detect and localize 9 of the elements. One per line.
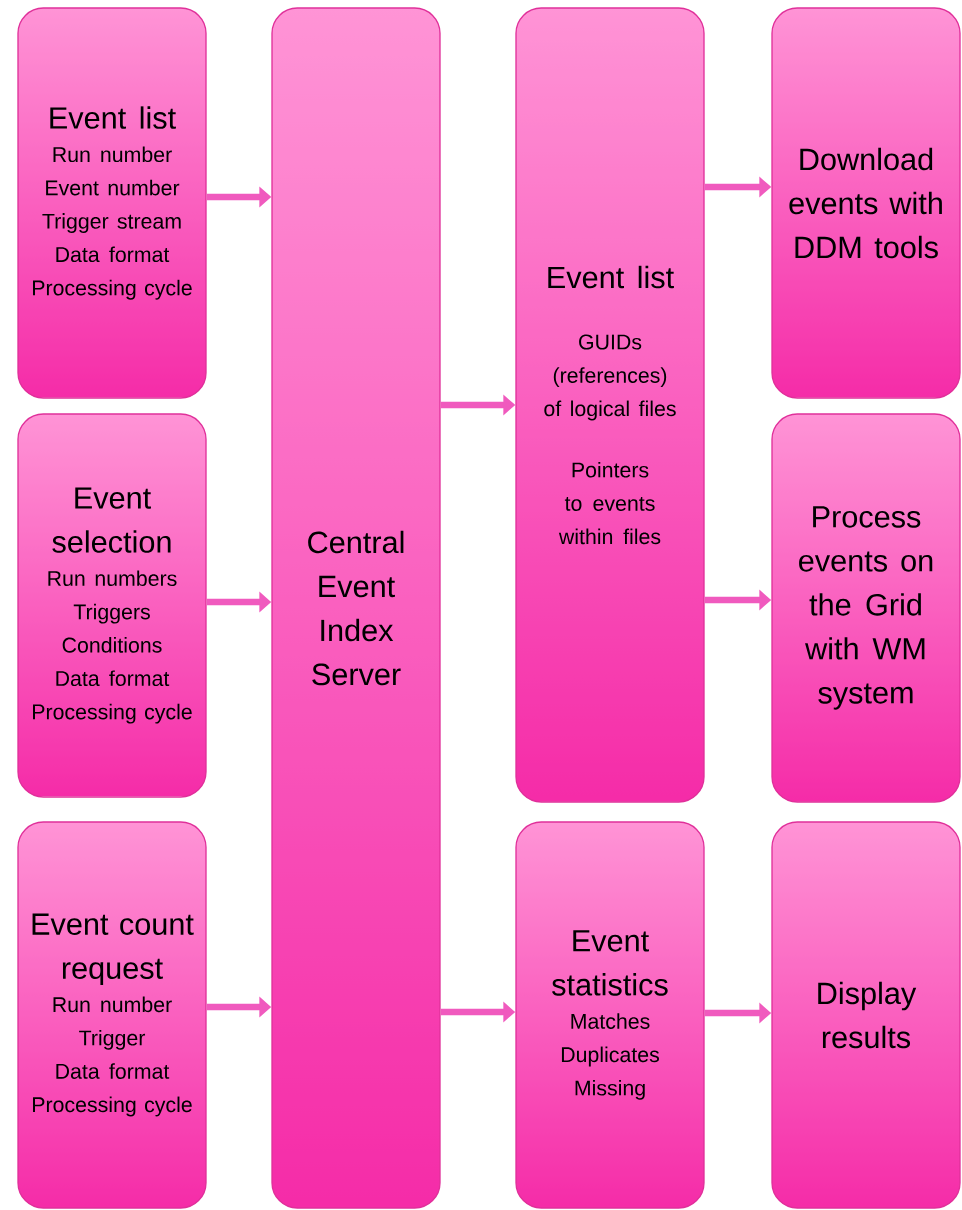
process-box: Download events with DDM tools xyxy=(771,7,961,399)
process-box: Event statistics Matches Duplicates Missing xyxy=(515,821,705,1209)
process-box: Display results xyxy=(771,821,961,1209)
process-box: Event list GUIDs (references) of logical files Pointers to events within files xyxy=(515,7,705,803)
process-box: Event selection Run numbers Triggers Conditions Data format Processing cycle xyxy=(17,413,207,798)
process-box: Central Event Index Server xyxy=(271,7,441,1209)
process-box: Process events on the Grid with WM system xyxy=(771,413,961,803)
process-box: Event list Run number Event number Trigger stream Data format Processing cycle xyxy=(17,7,207,399)
process-box: Event count request Run number Trigger Data format Processing cycle xyxy=(17,821,207,1209)
